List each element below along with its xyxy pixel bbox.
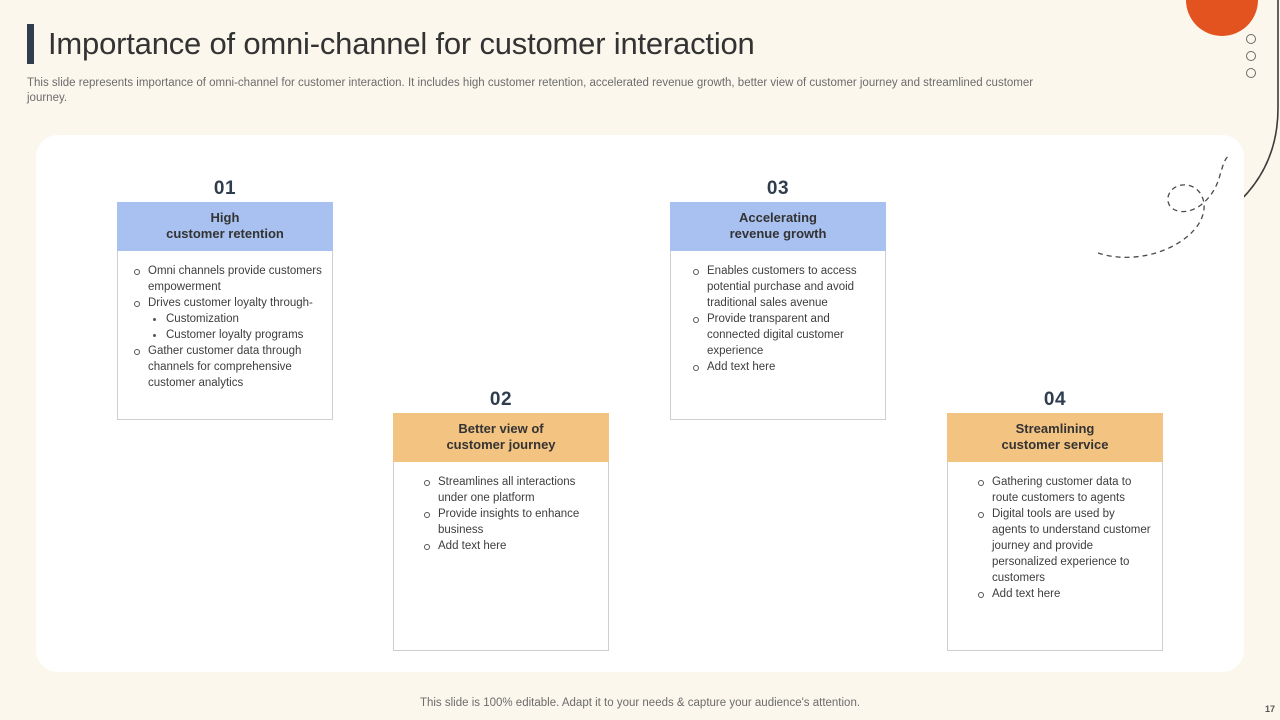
column-03-list: Enables customers to access potential pu… <box>685 263 875 375</box>
column-03-title-line2: revenue growth <box>729 226 827 241</box>
column-04-title-line2: customer service <box>1001 437 1109 452</box>
list-item-text: Omni channels provide customers empowerm… <box>148 265 322 293</box>
list-item: Add text here <box>685 359 875 375</box>
column-01-number: 01 <box>210 178 240 201</box>
page-title: Importance of omni-channel for customer … <box>48 26 755 61</box>
column-03-number: 03 <box>763 178 793 201</box>
column-03-body: Enables customers to access potential pu… <box>670 251 886 420</box>
column-01-header: High customer retention <box>117 202 333 251</box>
content-card: 01 High customer retention Omni channels… <box>36 135 1244 672</box>
page-subtitle: This slide represents importance of omni… <box>27 77 1034 104</box>
sub-list-item: Customer loyalty programs <box>148 327 322 343</box>
column-03-header: Accelerating revenue growth <box>670 202 886 251</box>
column-01-number-wrap: 01 <box>117 178 333 202</box>
column-02-title-line2: customer journey <box>446 437 556 452</box>
column-02-number: 02 <box>486 389 516 412</box>
list-item: Streamlines all interactions under one p… <box>416 474 598 506</box>
column-04-header: Streamlining customer service <box>947 413 1163 462</box>
list-item: Gather customer data through channels fo… <box>126 343 322 391</box>
list-item: Add text here <box>416 538 598 554</box>
column-03: 03 Accelerating revenue growth Enables c… <box>670 178 886 420</box>
column-02-list: Streamlines all interactions under one p… <box>416 474 598 554</box>
list-item-text: Gather customer data through channels fo… <box>148 345 302 389</box>
list-item: Add text here <box>970 586 1152 602</box>
dashed-swirl-decoration <box>1097 154 1231 258</box>
list-item: Provide insights to enhance business <box>416 506 598 538</box>
column-04-title-line1: Streamlining <box>1015 421 1095 436</box>
list-item-text: Drives customer loyalty through- <box>148 297 313 309</box>
footer-note: This slide is 100% editable. Adapt it to… <box>419 697 861 709</box>
list-item: Omni channels provide customers empowerm… <box>126 263 322 295</box>
list-item: Digital tools are used by agents to unde… <box>970 506 1152 586</box>
dot-column-decoration <box>1246 34 1256 85</box>
column-01: 01 High customer retention Omni channels… <box>117 178 333 420</box>
column-01-list: Omni channels provide customers empowerm… <box>126 263 322 391</box>
column-01-title-line1: High <box>210 210 240 225</box>
column-04: 04 Streamlining customer service Gatheri… <box>947 389 1163 651</box>
column-04-list: Gathering customer data to route custome… <box>970 474 1152 602</box>
page-title-bar: Importance of omni-channel for customer … <box>27 24 1177 64</box>
column-02-title-line1: Better view of <box>458 421 544 436</box>
column-03-title-line1: Accelerating <box>738 210 818 225</box>
list-item: Enables customers to access potential pu… <box>685 263 875 311</box>
column-02-header: Better view of customer journey <box>393 413 609 462</box>
column-01-sublist: Customization Customer loyalty programs <box>148 311 322 343</box>
column-01-body: Omni channels provide customers empowerm… <box>117 251 333 420</box>
sub-list-item: Customization <box>148 311 322 327</box>
column-04-body: Gathering customer data to route custome… <box>947 462 1163 651</box>
column-02: 02 Better view of customer journey Strea… <box>393 389 609 651</box>
column-02-number-wrap: 02 <box>393 389 609 413</box>
title-accent-bar <box>27 24 34 64</box>
column-02-body: Streamlines all interactions under one p… <box>393 462 609 651</box>
list-item: Provide transparent and connected digita… <box>685 311 875 359</box>
column-01-title-line2: customer retention <box>166 226 284 241</box>
column-04-number-wrap: 04 <box>947 389 1163 413</box>
list-item: Drives customer loyalty through- Customi… <box>126 295 322 343</box>
page-number: 17 <box>1264 704 1275 714</box>
list-item: Gathering customer data to route custome… <box>970 474 1152 506</box>
column-04-number: 04 <box>1040 389 1070 412</box>
column-03-number-wrap: 03 <box>670 178 886 202</box>
